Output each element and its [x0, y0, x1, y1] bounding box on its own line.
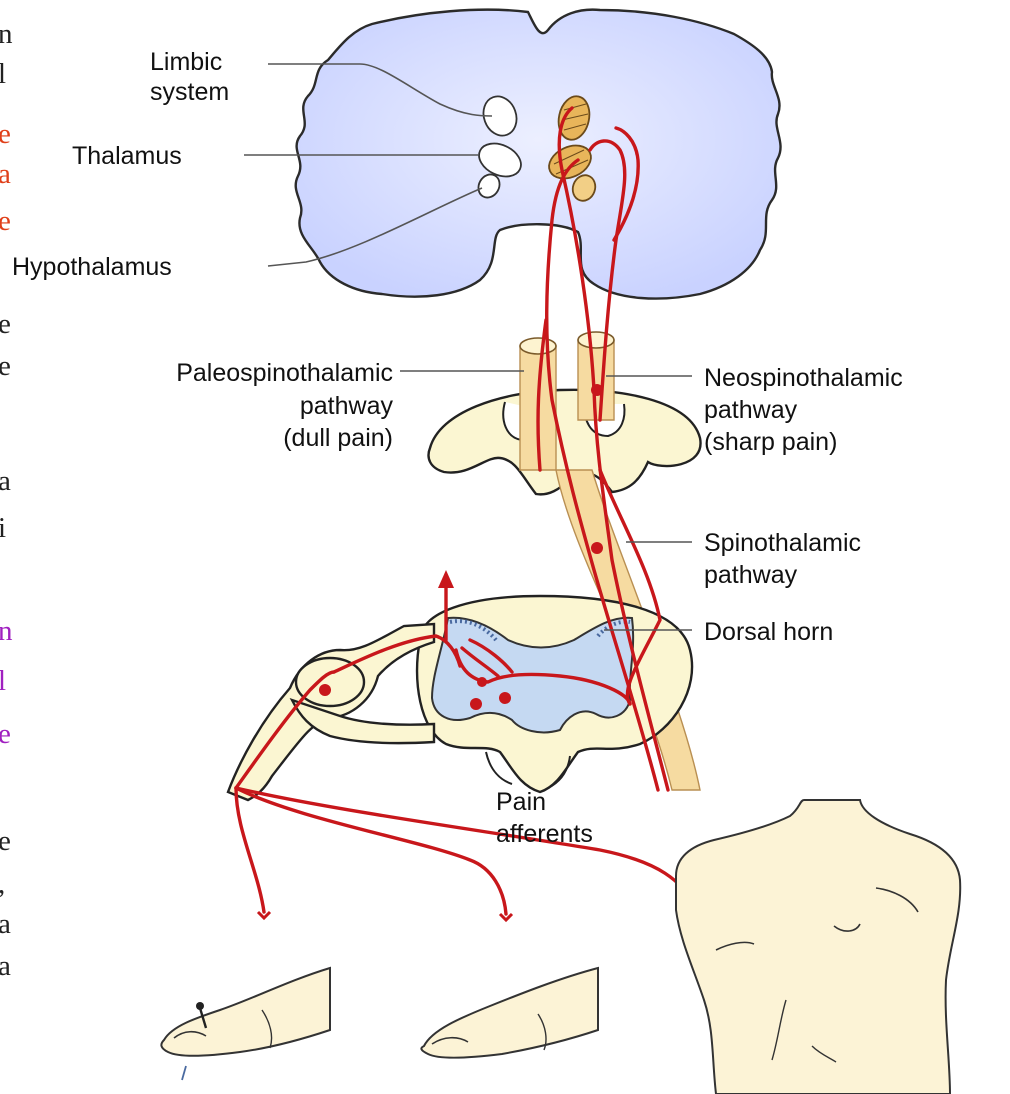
dorsal-horn-label: Dorsal horn [704, 618, 833, 646]
edge-fragment: l [0, 665, 6, 697]
synapse-dot [591, 542, 603, 554]
spinothalamic-label-line2: pathway [704, 561, 798, 589]
brain-outline [296, 10, 781, 299]
pain-afferents-label-line1: Pain [496, 788, 546, 816]
spinal-nerve [228, 624, 434, 800]
limbic-system-label-line2: system [150, 78, 229, 106]
pin-head-icon [196, 1002, 204, 1010]
synapse-dot [591, 384, 603, 396]
dorsal-root-ganglion [296, 658, 364, 706]
hypothalamus-label: Hypothalamus [12, 253, 172, 281]
peripheral-branch [236, 788, 264, 912]
synapse-dot [319, 684, 331, 696]
edge-fragment: e [0, 118, 11, 150]
paleospinothalamic-label-line2: pathway [300, 392, 394, 420]
paleospinothalamic-label-line1: Paleospinothalamic [176, 359, 393, 387]
edge-fragment: l [0, 58, 6, 90]
edge-fragment: e [0, 825, 11, 857]
edge-fragment: n [0, 615, 13, 647]
peripheral-branch [236, 788, 506, 914]
synapse-dot [477, 677, 487, 687]
pin-tip-icon [182, 1066, 186, 1080]
thalamus-label: Thalamus [72, 142, 182, 170]
neospinothalamic-label-line2: pathway [704, 396, 798, 424]
torso [676, 800, 960, 1094]
brain-cross-section [296, 10, 781, 299]
neospinothalamic-label-line3: (sharp pain) [704, 428, 837, 456]
edge-fragment: e [0, 718, 11, 750]
edge-fragment: e [0, 205, 11, 237]
edge-fragment: e [0, 308, 11, 340]
synapse-dot [499, 692, 511, 704]
synapse-dot [470, 698, 482, 710]
left-edge-text-fragments: n l e a e e e a i n l e e , a a [0, 18, 13, 982]
edge-fragment: a [0, 158, 11, 190]
ventral-root-outline [292, 700, 434, 743]
torso-shape [676, 800, 960, 1094]
finger-right-shape [421, 968, 598, 1058]
neospinothalamic-label-line1: Neospinothalamic [704, 364, 903, 392]
pain-afferents-label-line2: afferents [496, 820, 593, 848]
finger-left [161, 968, 330, 1080]
edge-fragment: a [0, 465, 11, 497]
edge-fragment: e [0, 350, 11, 382]
paleospinothalamic-label-line3: (dull pain) [283, 424, 393, 452]
finger-left-shape [161, 968, 330, 1056]
edge-fragment: a [0, 908, 11, 940]
neospinothalamic-column-top [578, 332, 614, 348]
paleospinothalamic-column-top [520, 338, 556, 354]
edge-fragment: n [0, 18, 13, 50]
finger-right [421, 968, 598, 1058]
spinothalamic-label-line1: Spinothalamic [704, 529, 861, 557]
edge-fragment: a [0, 950, 11, 982]
reflex-arrow-head [438, 570, 454, 588]
edge-fragment: , [0, 868, 5, 900]
edge-fragment: i [0, 512, 6, 544]
limbic-system-label-line1: Limbic [150, 48, 222, 76]
